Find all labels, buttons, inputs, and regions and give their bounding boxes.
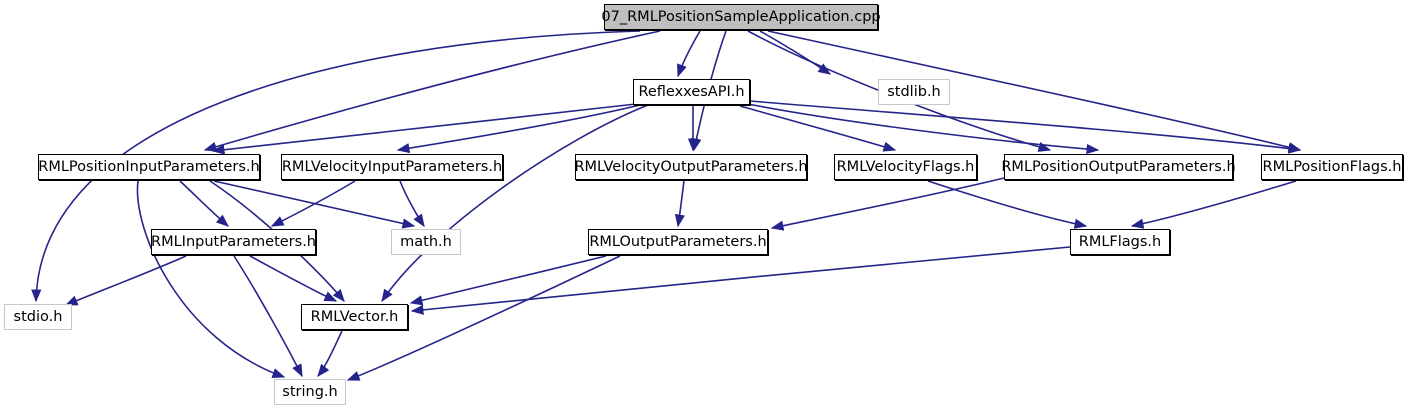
dependency-edge: [179, 180, 229, 227]
graph-node-label: stdlib.h: [887, 83, 941, 100]
graph-node-label: RMLVelocityInputParameters.h: [281, 158, 503, 175]
dependency-edge: [203, 30, 661, 152]
graph-node-label: stdio.h: [13, 308, 63, 325]
dependency-edge: [317, 330, 343, 377]
dependency-edge: [409, 255, 607, 306]
dependency-edge: [399, 180, 425, 228]
graph-node-label: RMLPositionInputParameters.h: [38, 158, 260, 175]
graph-node-label: RMLPositionFlags.h: [1262, 158, 1402, 175]
graph-node-rip[interactable]: RMLInputParameters.h: [151, 229, 316, 255]
graph-node-root[interactable]: 07_RMLPositionSampleApplication.cpp: [601, 4, 881, 30]
dependency-edge: [64, 255, 187, 306]
graph-node-label: RMLVelocityFlags.h: [836, 158, 975, 175]
graph-node-label: RMLFlags.h: [1078, 233, 1162, 250]
dependency-edge: [136, 180, 286, 378]
dependency-edge: [674, 180, 685, 228]
graph-node-api[interactable]: ReflexxesAPI.h: [633, 79, 750, 105]
graph-node-label: string.h: [282, 383, 338, 400]
graph-node-label: RMLPositionOutputParameters.h: [1001, 158, 1236, 175]
graph-node-math[interactable]: math.h: [391, 229, 461, 255]
graph-node-rop[interactable]: RMLOutputParameters.h: [588, 229, 768, 255]
graph-node-string[interactable]: string.h: [274, 379, 346, 405]
graph-node-rvec[interactable]: RMLVector.h: [301, 304, 408, 330]
dependency-edge: [749, 100, 1302, 154]
dependency-edge: [767, 30, 1302, 153]
dependency-edge: [927, 180, 1088, 229]
graph-node-label: math.h: [400, 233, 452, 250]
graph-node-label: RMLOutputParameters.h: [589, 233, 767, 250]
dependency-edge: [211, 103, 637, 155]
dependency-edge: [1130, 180, 1297, 229]
graph-node-rpip[interactable]: RMLPositionInputParameters.h: [38, 154, 260, 180]
graph-node-label: RMLVector.h: [310, 308, 399, 325]
graph-node-stdio[interactable]: stdio.h: [4, 304, 72, 330]
dependency-edge: [410, 246, 1071, 315]
dependency-edge: [677, 30, 701, 78]
dependency-edge: [739, 105, 897, 152]
dependency-edge: [770, 177, 1005, 231]
dependency-edge: [31, 30, 641, 303]
dependency-edge: [249, 255, 338, 302]
graph-node-stdlib[interactable]: stdlib.h: [878, 79, 950, 105]
dependency-edge: [270, 180, 356, 227]
graph-node-rvip[interactable]: RMLVelocityInputParameters.h: [281, 154, 503, 180]
graph-node-label: RMLVelocityOutputParameters.h: [574, 158, 808, 175]
edges: [31, 30, 1302, 381]
graph-node-rvf[interactable]: RMLVelocityFlags.h: [834, 154, 977, 180]
dependency-edge: [396, 104, 641, 154]
dependency-edge: [346, 255, 621, 381]
dependency-edge: [213, 180, 416, 229]
dependency-edge: [759, 30, 832, 75]
dependency-edge: [747, 103, 1100, 155]
graph-node-label: RMLInputParameters.h: [151, 233, 317, 250]
graph-node-rvop[interactable]: RMLVelocityOutputParameters.h: [574, 154, 808, 180]
graph-node-label: 07_RMLPositionSampleApplication.cpp: [601, 8, 881, 25]
graph-node-rf[interactable]: RMLFlags.h: [1070, 229, 1170, 255]
dependency-edge: [233, 255, 303, 378]
graph-node-rpf[interactable]: RMLPositionFlags.h: [1261, 154, 1403, 180]
graph-node-rpop[interactable]: RMLPositionOutputParameters.h: [1001, 154, 1236, 180]
dependency-edge: [381, 104, 649, 303]
graph-node-label: ReflexxesAPI.h: [638, 83, 745, 100]
